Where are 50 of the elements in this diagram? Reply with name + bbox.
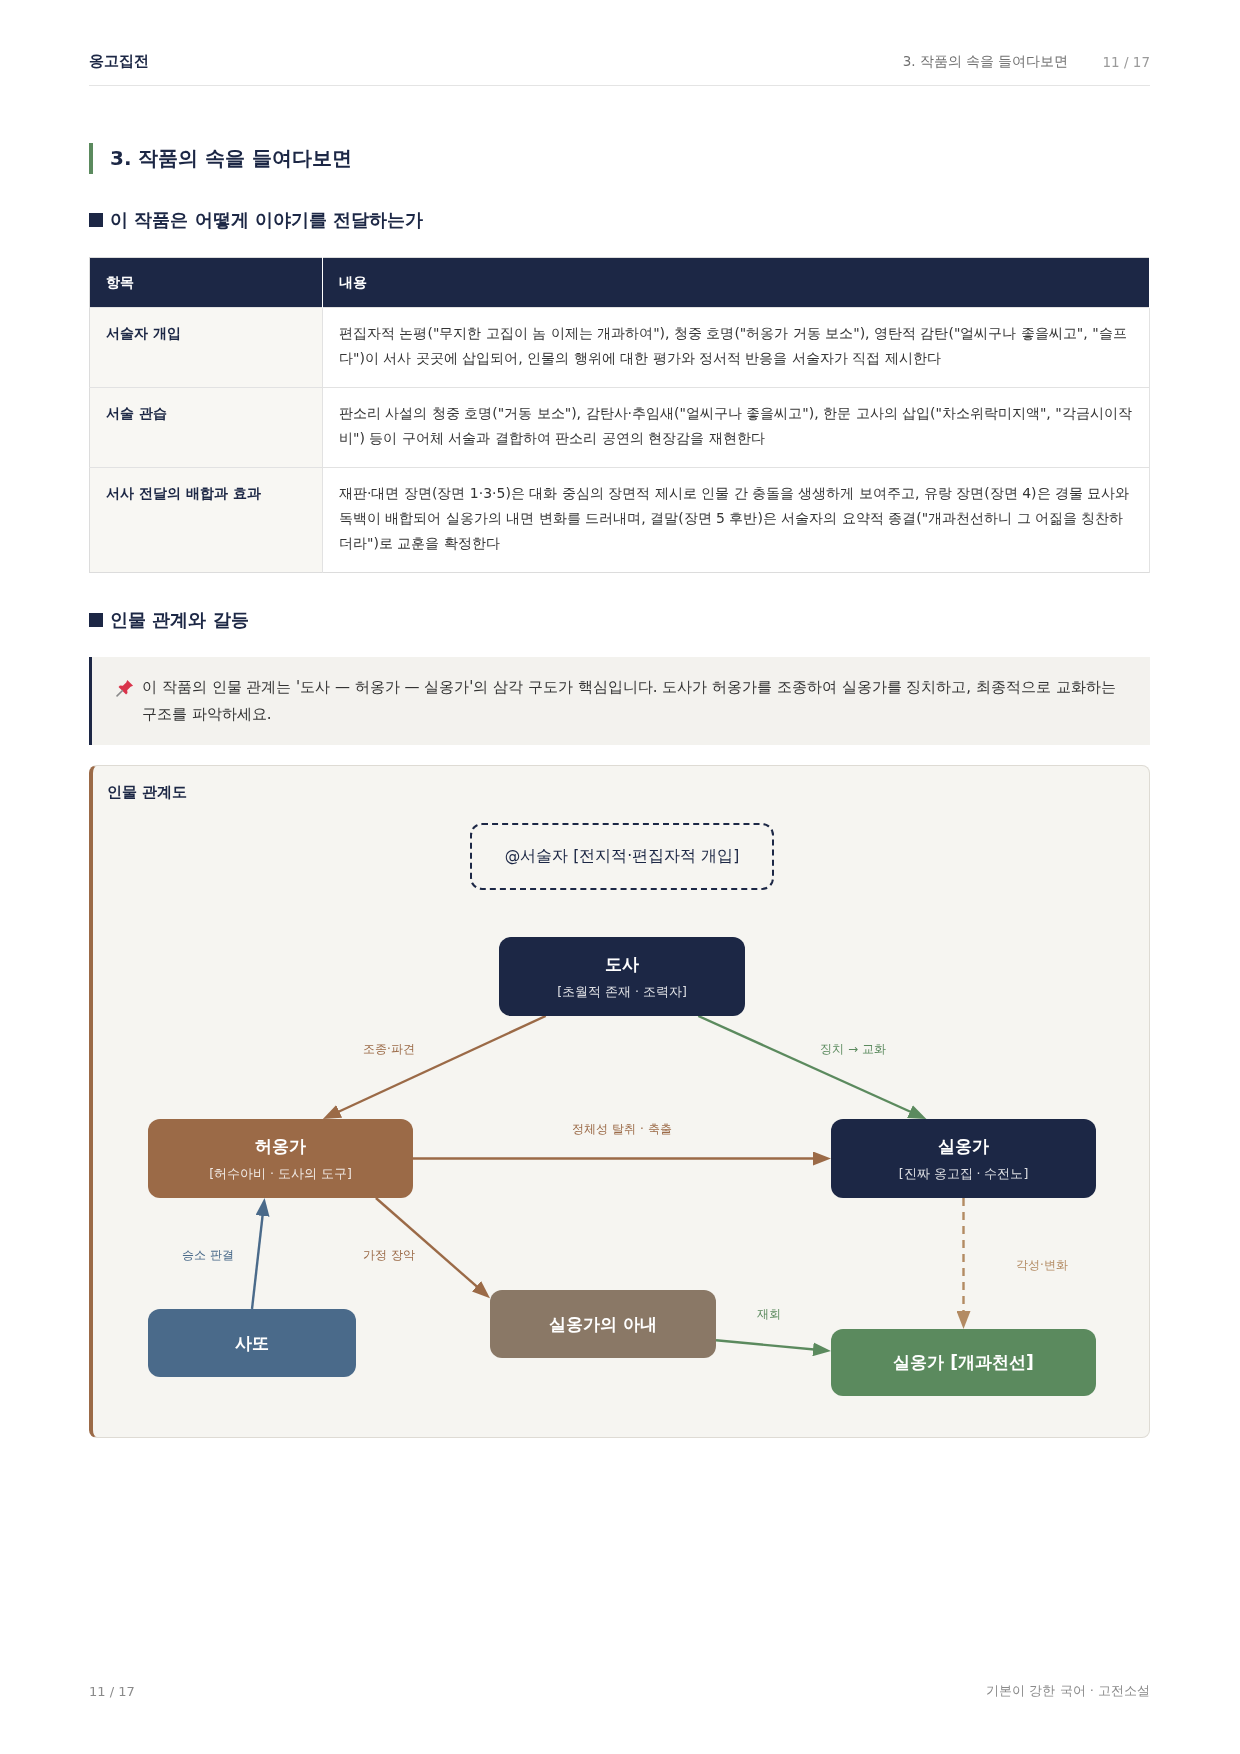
table-header-cell: 항목 [89,257,323,308]
running-header-section: 3. 작품의 속을 들여다보면 [902,52,1069,71]
edge-label: 가정 장악 [363,1246,415,1264]
arrow [697,1014,927,1119]
character-box [148,1119,413,1198]
arrow [322,1014,547,1119]
panel-title: 인물 관계도 [107,783,188,802]
character-box [831,1119,1096,1198]
table-row-heading: 서술자 개입 [89,307,323,388]
arrow [375,1197,490,1299]
node-title: 실옹가 [개과천선] [893,1352,1034,1373]
table-row-heading: 서사 전달의 배합과 효과 [89,467,323,573]
character-box [499,937,745,1016]
edge-label: 재회 [757,1305,781,1323]
narrator-box [470,823,774,890]
subheading: 인물 관계와 갈등 [110,608,249,632]
node-subtitle: [초월적 존재 · 조력자] [557,983,687,999]
table-row-heading: 서술 관습 [89,387,323,468]
edge-label: 각성·변화 [1016,1256,1068,1274]
edge-label: 징치 → 교화 [820,1040,886,1058]
edge-label: 승소 판결 [182,1246,234,1264]
node-title: 사또 [235,1332,269,1354]
arrow [250,1198,270,1310]
node-subtitle: [진짜 옹고집 · 수전노] [898,1165,1029,1181]
section-title: 3. 작품의 속을 들여다보면 [89,143,1150,174]
table-header-cell: 내용 [322,257,1150,308]
node-title: @서술자 [전지적·편집자적 개입] [504,847,740,866]
character-box [148,1309,356,1377]
arrow [413,1151,831,1166]
edge-label: 조종·파견 [363,1040,415,1058]
diagram-panel [89,765,1150,1438]
table-cell: 편집자적 논평("무지한 고집이 놈 이제는 개과하여"), 청중 호명("허옹가 거동 보소"), 영탄적 감탄("얼씨구나 좋을씨고", "슬프다")이 서사 곳곳에 삽입되어, 인물의 행위에 대한 평가와 정서적 반응을 서술자가 직접 제시한다 [322,307,1150,388]
page-number: 11 / 17 [89,1683,135,1699]
edge-label: 정체성 탈취 · 축출 [572,1120,672,1138]
footer-text: 기본이 강한 국어 · 고전소설 [986,1682,1150,1700]
page-number: 11 / 17 [1102,53,1150,70]
character-box [490,1290,716,1358]
node-subtitle: [허수아비 · 도사의 도구] [209,1165,352,1181]
callout-text: 이 작품의 인물 관계는 '도사 — 허옹가 — 실옹가'의 삼각 구도가 핵심입니다. 도사가 허옹가를 조종하여 실옹가를 징치하고, 최종적으로 교화하는 구조를 파악하세요. [142,677,1117,725]
running-header-title: 옹고집전 [89,52,149,71]
subheading: 이 작품은 어떻게 이야기를 전달하는가 [110,208,424,232]
table-cell: 재판·대면 장면(장면 1·3·5)은 대화 중심의 장면적 제시로 인물 간 충돌을 생생하게 보여주고, 유랑 장면(장면 4)은 경물 묘사와 독백이 배합되어 실옹가의 내면 변화를 드러내며, 결말(장면 5 후반)은 서술자의 요약적 종결("개과천선하니 그 어짊을 칭찬하더라")로 교훈을 확정한다 [322,467,1150,573]
node-title: 허옹가 [255,1136,306,1157]
arrow [956,1198,971,1329]
character-box [831,1329,1096,1396]
table-cell: 판소리 사설의 청중 호명("거동 보소"), 감탄사·추임새("얼씨구나 좋을씨고"), 한문 고사의 삽입("차소위락미지액", "각금시이작비") 등이 구어체 서술과 결합하여 판소리 공연의 현장감을 재현한다 [322,387,1150,468]
node-title: 실옹가 [938,1136,989,1157]
node-title: 도사 [605,954,639,975]
arrow [715,1339,831,1357]
node-title: 실옹가의 아내 [549,1313,657,1335]
